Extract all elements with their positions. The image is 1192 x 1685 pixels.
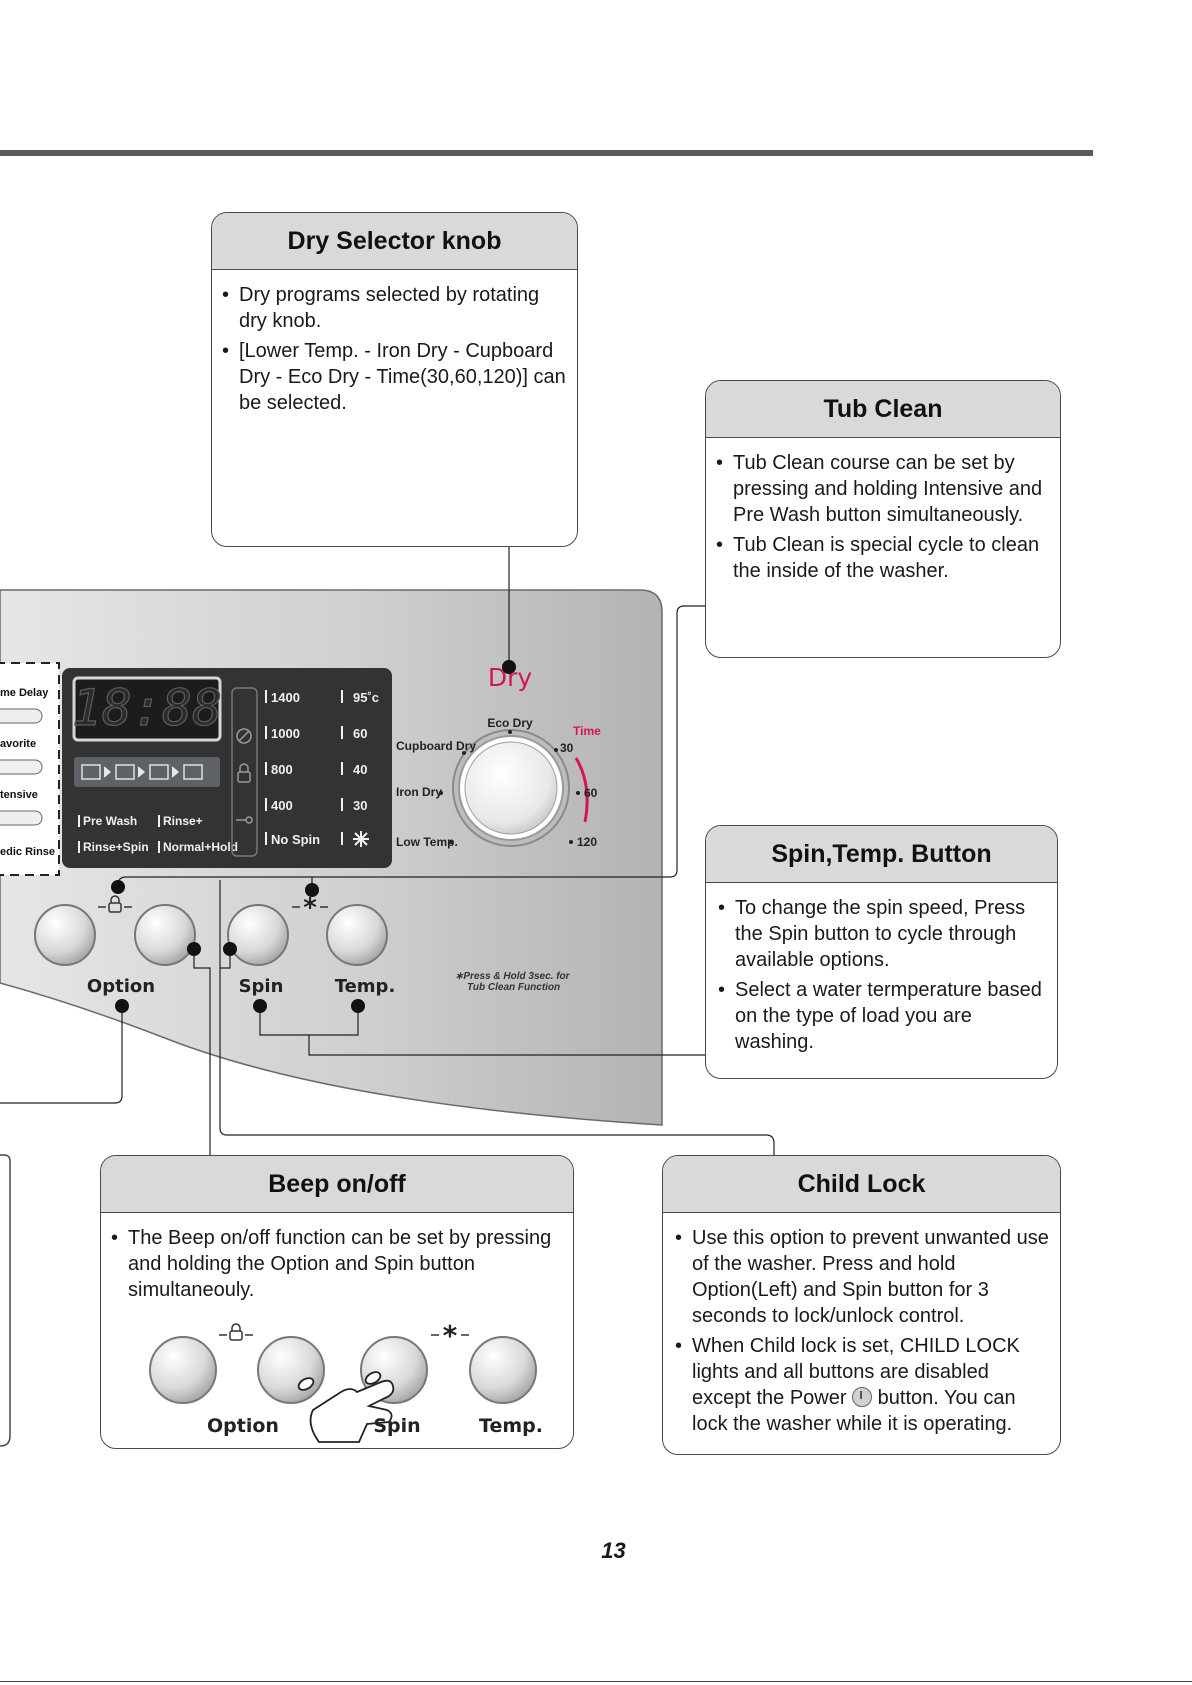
callout-child-lock: Child Lock Use this option to prevent un… [662, 1155, 1061, 1455]
beep-temp-label: Temp. [479, 1415, 543, 1437]
control-panel-illustration: me Delay avorite tensive edic Rinse 18:8… [0, 589, 663, 1126]
beep-option-label: Option [207, 1415, 279, 1437]
program-label-rinse: edic Rinse [0, 846, 55, 858]
program-buttons [0, 708, 43, 826]
temp-60: 60 [353, 726, 367, 741]
panel-spin-label: Spin [239, 976, 284, 997]
bullet-list: The Beep on/off function can be set by p… [101, 1225, 573, 1303]
power-icon [852, 1387, 873, 1407]
dry-knob-title: Dry [488, 663, 533, 692]
header-rule [0, 150, 1093, 156]
program-label-favorite: avorite [0, 738, 36, 750]
callout-title: Dry Selector knob [212, 213, 577, 270]
lock-symbol [98, 895, 132, 913]
callout-title: Child Lock [663, 1156, 1060, 1213]
spin-no-spin: No Spin [271, 832, 320, 847]
press-hold-note-line2: Tub Clean Function [467, 982, 561, 993]
dry-knob [464, 741, 558, 835]
bullet-item: Tub Clean is special cycle to clean the … [716, 532, 1052, 584]
dry-eco-label: Eco Dry [487, 716, 533, 730]
spin-1000: 1000 [271, 726, 300, 741]
program-label-intensive: tensive [0, 789, 38, 801]
bullet-list: To change the spin speed, Press the Spin… [706, 895, 1057, 1055]
option-prewash: Pre Wash [83, 814, 137, 828]
dry-lowtemp-label: Low Temp. [396, 835, 458, 849]
option-normal-hold: Normal+Hold [163, 840, 238, 854]
callout-beep: Beep on/off The Beep on/off function can… [100, 1155, 574, 1449]
panel-option-label: Option [87, 976, 155, 997]
dry-time-label: Time [573, 724, 601, 738]
cycle-progress-strip [74, 757, 220, 787]
callout-title: Beep on/off [101, 1156, 573, 1213]
child-lock-text-before-icon: When Child lock is set, CHILD LOCK light… [692, 1335, 1020, 1409]
callout-spin-temp: Spin,Temp. Button To change the spin spe… [705, 825, 1058, 1079]
footer-rule [0, 1681, 1192, 1682]
temp-30: 30 [353, 798, 367, 813]
bullet-item: Dry programs selected by rotating dry kn… [222, 282, 569, 334]
bullet-item: Use this option to prevent unwanted use … [675, 1225, 1052, 1329]
dry-cupboard-label: Cupboard Dry [396, 739, 476, 753]
bullet-item: When Child lock is set, CHILD LOCK light… [675, 1333, 1052, 1437]
dry-time-60: 60 [584, 786, 598, 800]
spin-1400: 1400 [271, 690, 300, 705]
beep-spin-label: Spin [373, 1415, 420, 1437]
callout-dry-selector: Dry Selector knob Dry programs selected … [211, 212, 578, 547]
digit-readout: 18:88 [72, 679, 223, 737]
press-hold-note: ∗Press & Hold 3sec. for Tub Clean Functi… [455, 971, 595, 993]
press-hold-note-line1: ∗Press & Hold 3sec. for [455, 971, 570, 982]
bullet-item: To change the spin speed, Press the Spin… [718, 895, 1049, 973]
child-lock-text-after-icon: button. You can lock the washer while it… [692, 1387, 1016, 1435]
bullet-list: Tub Clean course can be set by pressing … [706, 450, 1060, 584]
asterisk-icon: * [443, 1319, 458, 1352]
spin-800: 800 [271, 762, 293, 777]
spin-400: 400 [271, 798, 293, 813]
temp-95: 95˚c [353, 690, 379, 705]
temp-40: 40 [353, 762, 367, 777]
cold-snowflake-icon [353, 831, 369, 847]
callout-title: Spin,Temp. Button [706, 826, 1057, 883]
panel-temp-label: Temp. [335, 976, 396, 997]
beep-button-illustration: * Option Spin Temp. [149, 1319, 543, 1443]
callout-tub-clean: Tub Clean Tub Clean course can be set by… [705, 380, 1061, 658]
dry-time-30: 30 [560, 741, 574, 755]
dry-iron-label: Iron Dry [396, 785, 442, 799]
dry-time-120: 120 [577, 835, 597, 849]
tub-clean-asterisk: * [303, 893, 317, 923]
option-rinse-plus: Rinse+ [163, 814, 203, 828]
pressing-hand-icon [297, 1371, 395, 1443]
callout-title: Tub Clean [706, 381, 1060, 438]
bullet-item: [Lower Temp. - Iron Dry - Cupboard Dry -… [222, 338, 569, 416]
page-number: 13 [601, 1538, 626, 1563]
option-rinse-spin: Rinse+Spin [83, 840, 149, 854]
bullet-item: Tub Clean course can be set by pressing … [716, 450, 1052, 528]
bullet-item: Select a water termperature based on the… [718, 977, 1049, 1055]
bullet-list: Use this option to prevent unwanted use … [663, 1225, 1060, 1437]
program-label-delay: me Delay [0, 687, 49, 699]
lock-symbol [219, 1323, 253, 1341]
bullet-item: The Beep on/off function can be set by p… [111, 1225, 565, 1303]
bullet-list: Dry programs selected by rotating dry kn… [212, 282, 577, 416]
